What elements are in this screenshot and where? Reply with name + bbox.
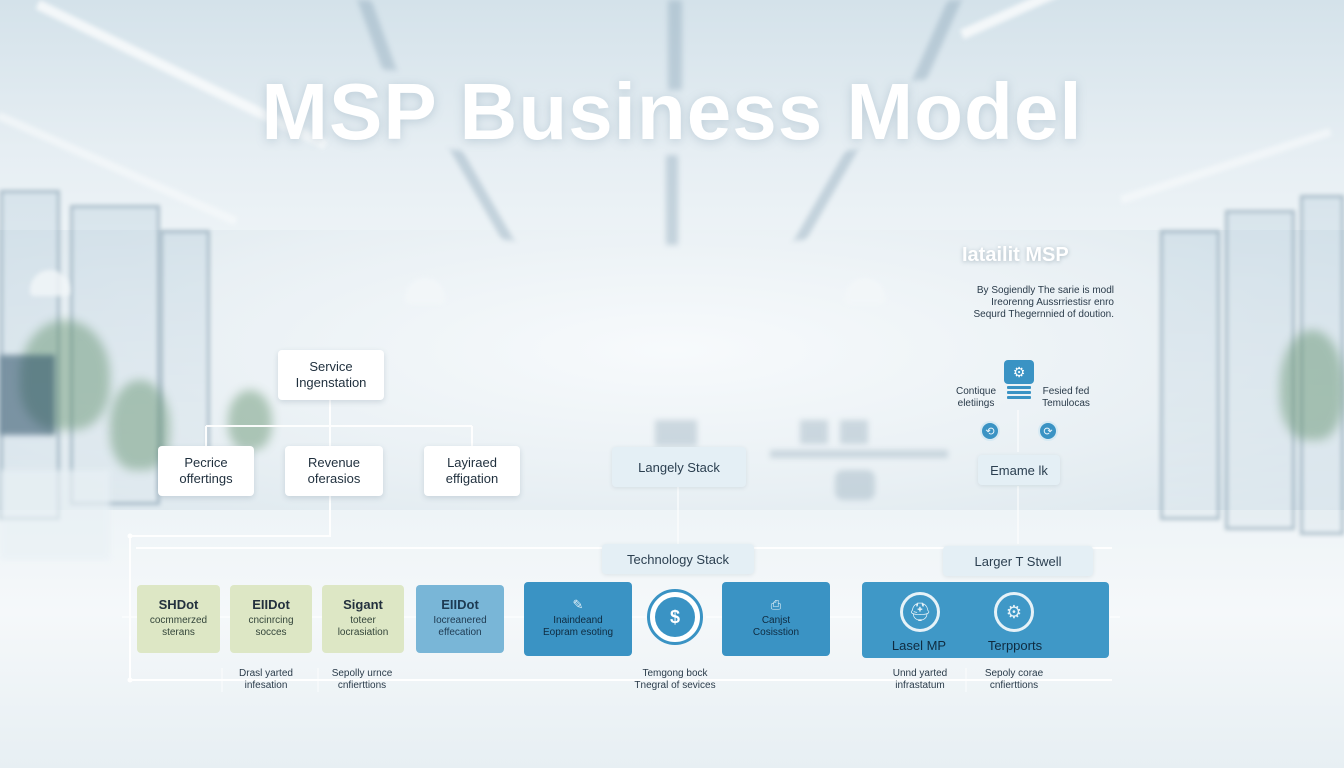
box-line: Canjst bbox=[761, 615, 791, 626]
helmet-icon: ⛑ bbox=[900, 592, 940, 632]
box-line: cocmmerzed bbox=[149, 615, 208, 626]
box-line: oferasios bbox=[307, 471, 361, 486]
caption-3: Temgong bock Tnegral of sevices bbox=[620, 668, 730, 692]
box-line: Layiraed bbox=[447, 455, 497, 470]
lightblue-box: EIIDot Iocreanered effecation bbox=[416, 585, 504, 653]
upper-stack-box: Langely Stack bbox=[612, 447, 746, 487]
caption-line: cnfierttions bbox=[989, 680, 1039, 691]
box-line: offertings bbox=[179, 471, 233, 486]
caption-line: cnfierttions bbox=[337, 680, 387, 691]
caption-5: Sepoly corae cnfierttions bbox=[972, 668, 1056, 692]
stack-stripes-icon bbox=[1007, 386, 1031, 406]
box-title: SHDot bbox=[158, 597, 199, 612]
info-description: By Sogiendly The sarie is modl Ireorenng… bbox=[944, 285, 1114, 321]
dollar-symbol: $ bbox=[655, 597, 695, 637]
caption-line: Sepoly corae bbox=[984, 668, 1044, 679]
dollar-icon: $ bbox=[647, 589, 703, 645]
refresh-icon: ⟳ bbox=[1038, 421, 1058, 441]
green-box-2: EIIDot cncinrcing socces bbox=[230, 585, 312, 653]
box-line: locrasiation bbox=[337, 627, 389, 638]
blue-box-right: ⎙ Canjst Cosisstion bbox=[722, 582, 830, 656]
right-upper-box: Emame lk bbox=[978, 455, 1060, 485]
ceiling bbox=[0, 0, 1344, 250]
info-line: Sequrd Thegernnied of doution. bbox=[973, 309, 1114, 320]
document-icon: ⎙ bbox=[770, 597, 782, 612]
revenue-box: Revenue oferasios bbox=[285, 446, 383, 496]
gear-icon: ⚙ bbox=[994, 592, 1034, 632]
caption-line: Temgong bock bbox=[642, 668, 708, 679]
box-line: Pecrice bbox=[184, 455, 228, 470]
right-stack-box: Larger T Stwell bbox=[943, 546, 1093, 576]
box-line: sterans bbox=[162, 627, 195, 638]
caption-line: Unnd yarted bbox=[892, 668, 948, 679]
service-implementation-box: Service Ingenstation bbox=[278, 350, 384, 400]
panel-label-2: Terpports bbox=[987, 638, 1043, 653]
technology-stack-box: Technology Stack bbox=[602, 544, 754, 574]
box-line: effecation bbox=[438, 627, 482, 638]
label-line: Fesied fed bbox=[1042, 386, 1090, 397]
caption-line: Tnegral of sevices bbox=[634, 680, 716, 691]
label-line: Temulocas bbox=[1042, 398, 1090, 409]
gear-icon: ⚙ bbox=[1004, 360, 1034, 384]
box-line: Service bbox=[309, 359, 353, 374]
box-line: Iocreanered bbox=[433, 615, 487, 626]
box-title: EIIDot bbox=[252, 597, 290, 612]
page-title: MSP Business Model bbox=[261, 67, 1083, 156]
practice-offerings-box: Pecrice offertings bbox=[158, 446, 254, 496]
box-line: Ingenstation bbox=[295, 375, 367, 390]
box-line: Inaindeand bbox=[553, 615, 603, 626]
box-line: cncinrcing bbox=[248, 615, 294, 626]
caption-4: Unnd yarted infrastatum bbox=[878, 668, 962, 692]
box-line: Revenue bbox=[307, 455, 361, 470]
caption-1: Drasl yarted infesation bbox=[224, 668, 308, 692]
box-title: EIIDot bbox=[441, 597, 479, 612]
box-line: toteer bbox=[350, 615, 376, 626]
link-icon: ⟲ bbox=[980, 421, 1000, 441]
layered-box: Layiraed effigation bbox=[424, 446, 520, 496]
info-heading: Iatailit MSP bbox=[962, 244, 1069, 266]
info-line: By Sogiendly The sarie is modl bbox=[976, 285, 1114, 296]
box-line: socces bbox=[255, 627, 287, 638]
info-line: Ireorenng Aussrriestisr enro bbox=[991, 297, 1114, 308]
box-line: effigation bbox=[445, 471, 499, 486]
label-line: Contique bbox=[955, 386, 997, 397]
caption-line: infrastatum bbox=[895, 680, 945, 691]
caption-2: Sepolly urnce cnfierttions bbox=[322, 668, 402, 692]
right-right-text: Fesied fed Temulocas bbox=[1034, 386, 1098, 410]
green-box-3: Sigant toteer locrasiation bbox=[322, 585, 404, 653]
box-line: Cosisstion bbox=[752, 627, 800, 638]
box-line: Eopram esoting bbox=[542, 627, 614, 638]
right-left-text: Contique eletiings bbox=[946, 386, 1006, 410]
label-line: eletiings bbox=[957, 398, 995, 409]
panel-label-1: Lasel MP bbox=[891, 638, 947, 653]
edit-icon: ✎ bbox=[572, 597, 584, 612]
caption-line: Sepolly urnce bbox=[331, 668, 393, 679]
blue-box-left: ✎ Inaindeand Eopram esoting bbox=[524, 582, 632, 656]
caption-line: Drasl yarted bbox=[239, 668, 293, 679]
box-title: Sigant bbox=[343, 597, 383, 612]
caption-line: infesation bbox=[244, 680, 288, 691]
green-box-1: SHDot cocmmerzed sterans bbox=[137, 585, 220, 653]
